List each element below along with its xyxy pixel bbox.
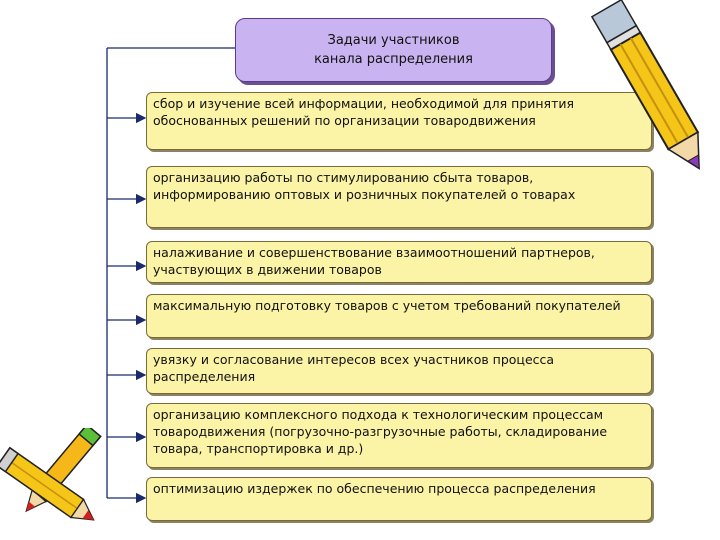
title-line-2: канала распределения xyxy=(314,52,473,67)
pencils-left-icon xyxy=(0,428,102,521)
title-box: Задачи участников канала распределения xyxy=(235,18,552,82)
title-line-1: Задачи участников xyxy=(327,33,460,48)
task-box-7: оптимизацию издержек по обеспечению проц… xyxy=(146,477,652,521)
task-box-6: организацию комплексного подхода к техно… xyxy=(146,403,652,468)
pencil-right-icon xyxy=(590,0,700,170)
task-box-5: увязку и согласование интересов всех уча… xyxy=(146,348,652,394)
task-box-4: максимальную подготовку товаров с учетом… xyxy=(146,294,652,338)
task-box-1: сбор и изучение всей информации, необход… xyxy=(146,92,652,150)
task-box-2: организацию работы по стимулированию сбы… xyxy=(146,166,652,228)
task-box-3: налаживание и совершенствование взаимоот… xyxy=(146,241,652,283)
